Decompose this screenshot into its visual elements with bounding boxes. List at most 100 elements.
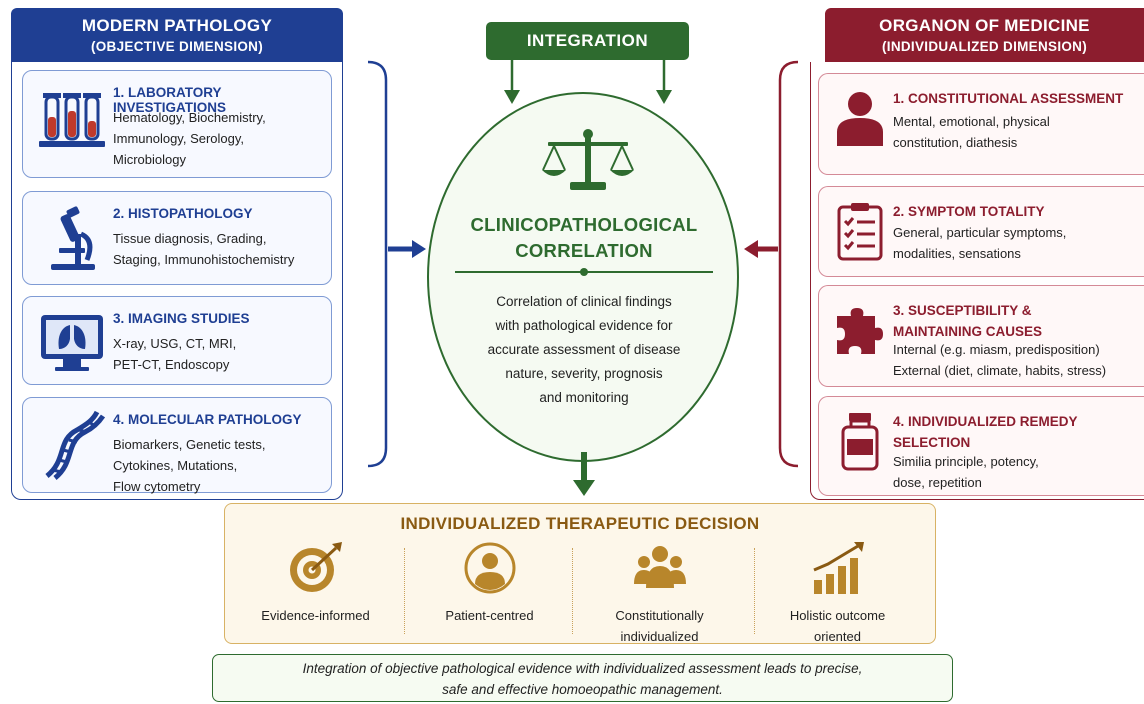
text-line: Mental, emotional, physical (893, 114, 1050, 129)
constitutional-assessment-title: 1. CONSTITUTIONAL ASSESSMENT (893, 88, 1138, 109)
decision-label: Patient-centred (402, 605, 577, 626)
symptom-totality-title: 2. SYMPTOM TOTALITY (893, 201, 1138, 222)
left-panel-title: MODERN PATHOLOGY (81, 16, 273, 35)
title-line: MAINTAINING CAUSES (893, 324, 1043, 339)
label-line: oriented (814, 629, 861, 644)
text-line: Internal (e.g. miasm, predisposition) (893, 342, 1100, 357)
right-panel-subtitle: (INDIVIDUALIZED DIMENSION) (881, 39, 1088, 54)
title-line: CLINICOPATHOLOGICAL (470, 214, 698, 235)
title-line: SELECTION (893, 435, 971, 450)
balance-scale-icon (542, 129, 634, 190)
summary-line: safe and effective homoeopathic manageme… (442, 682, 723, 697)
center-divider-dot (580, 268, 588, 276)
summary-box: Integration of objective pathological ev… (212, 654, 953, 702)
molecular-pathology-card: 4. MOLECULAR PATHOLOGY Biomarkers, Genet… (22, 397, 332, 494)
decision-separator (404, 548, 405, 634)
checklist-icon (837, 203, 883, 261)
label-line: Patient-centred (445, 608, 534, 623)
title-line: 3. SUSCEPTIBILITY & (893, 303, 1032, 318)
susceptibility-title: 3. SUSCEPTIBILITY & MAINTAINING CAUSES (893, 300, 1138, 342)
remedy-selection-card: 4. INDIVIDUALIZED REMEDY SELECTION Simil… (818, 396, 1144, 496)
modern-pathology-header: MODERN PATHOLOGY (OBJECTIVE DIMENSION) (11, 8, 343, 62)
text-line: Cytokines, Mutations, (113, 458, 238, 473)
susceptibility-text: Internal (e.g. miasm, predisposition) Ex… (893, 339, 1143, 381)
molecular-pathology-title: 4. MOLECULAR PATHOLOGY (113, 412, 302, 427)
label-line: individualized (620, 629, 699, 644)
lab-investigations-title: 1. LABORATORY INVESTIGATIONS (113, 85, 227, 115)
histopathology-title: 2. HISTOPATHOLOGY (113, 206, 253, 221)
medicine-bottle-icon (841, 413, 879, 471)
person-icon (837, 92, 883, 146)
title-line: 2. SYMPTOM TOTALITY (893, 204, 1045, 219)
text-line: X-ray, USG, CT, MRI, (113, 336, 237, 351)
decision-item-constitutionally-individualized: Constitutionally individualized (572, 540, 747, 647)
left-panel-subtitle: (OBJECTIVE DIMENSION) (90, 39, 264, 54)
title-line: 1. CONSTITUTIONAL ASSESSMENT (893, 91, 1124, 106)
decision-item-evidence-informed: Evidence-informed (228, 540, 403, 626)
susceptibility-card: 3. SUSCEPTIBILITY & MAINTAINING CAUSES I… (818, 285, 1144, 387)
text-line: Biomarkers, Genetic tests, (113, 437, 266, 452)
constitutional-assessment-card: 1. CONSTITUTIONAL ASSESSMENT Mental, emo… (818, 73, 1144, 175)
title-line: 4. INDIVIDUALIZED REMEDY (893, 414, 1078, 429)
symptom-totality-card: 2. SYMPTOM TOTALITY General, particular … (818, 186, 1144, 277)
right-panel-title: ORGANON OF MEDICINE (879, 16, 1090, 35)
text-line: Flow cytometry (113, 479, 201, 494)
text-line: dose, repetition (893, 475, 982, 490)
decision-separator (572, 548, 573, 634)
constitutional-assessment-text: Mental, emotional, physical constitution… (893, 111, 1143, 153)
text-line: Microbiology (113, 152, 186, 167)
center-title: CLINICOPATHOLOGICAL CORRELATION (440, 212, 728, 264)
decision-label: Constitutionally individualized (572, 605, 747, 647)
text-line: modalities, sensations (893, 246, 1021, 261)
text-line: with pathological evidence for (495, 318, 673, 333)
title-line: CORRELATION (515, 240, 653, 261)
left-bracket-arrow (367, 60, 426, 468)
text-line: Immunology, Serology, (113, 131, 245, 146)
down-arrow (573, 452, 595, 496)
imaging-studies-title: 3. IMAGING STUDIES (113, 311, 250, 326)
center-description: Correlation of clinical findings with pa… (448, 290, 720, 410)
decision-label: Evidence-informed (228, 605, 403, 626)
text-line: and monitoring (539, 390, 629, 405)
imaging-studies-text: X-ray, USG, CT, MRI, PET-CT, Endoscopy (113, 333, 327, 375)
histopathology-text: Tissue diagnosis, Grading, Staging, Immu… (113, 228, 327, 270)
text-line: Correlation of clinical findings (496, 294, 672, 309)
test-tubes-icon (39, 93, 105, 147)
growth-chart-icon (812, 542, 864, 594)
text-line: constitution, diathesis (893, 135, 1018, 150)
therapeutic-decision-box (224, 503, 936, 644)
right-bracket-arrow (744, 60, 799, 468)
integration-label: INTEGRATION (486, 22, 689, 60)
integration-arrows (504, 60, 672, 104)
puzzle-icon (837, 308, 883, 354)
lab-investigations-text: Hematology, Biochemistry, Immunology, Se… (113, 107, 327, 170)
therapeutic-decision-title: INDIVIDUALIZED THERAPEUTIC DECISION (400, 514, 760, 533)
decision-label: Holistic outcome oriented (750, 605, 925, 647)
text-line: Similia principle, potency, (893, 454, 1039, 469)
label-line: Holistic outcome (789, 608, 886, 623)
patient-icon (464, 542, 515, 594)
label-line: Evidence-informed (261, 608, 370, 623)
remedy-selection-title: 4. INDIVIDUALIZED REMEDY SELECTION (893, 411, 1138, 453)
text-line: Staging, Immunohistochemistry (113, 252, 295, 267)
decision-item-patient-centred: Patient-centred (402, 540, 577, 626)
target-icon (289, 542, 342, 592)
microscope-icon (51, 206, 95, 270)
decision-separator (754, 548, 755, 634)
text-line: Tissue diagnosis, Grading, (113, 231, 267, 246)
imaging-monitor-icon (41, 315, 103, 371)
lab-investigations-card: 1. LABORATORY INVESTIGATIONS Hematology,… (22, 70, 332, 178)
decision-item-holistic-outcome: Holistic outcome oriented (750, 540, 925, 647)
dna-icon (45, 410, 106, 480)
label-line: Constitutionally (615, 608, 704, 623)
histopathology-card: 2. HISTOPATHOLOGY Tissue diagnosis, Grad… (22, 191, 332, 285)
text-line: General, particular symptoms, (893, 225, 1067, 240)
organon-of-medicine-header: ORGANON OF MEDICINE (INDIVIDUALIZED DIME… (825, 8, 1144, 62)
symptom-totality-text: General, particular symptoms, modalities… (893, 222, 1143, 264)
clinicopathological-correlation-oval (427, 92, 739, 462)
molecular-pathology-text: Biomarkers, Genetic tests, Cytokines, Mu… (113, 434, 327, 497)
imaging-studies-card: 3. IMAGING STUDIES X-ray, USG, CT, MRI, … (22, 296, 332, 385)
text-line: External (diet, climate, habits, stress) (893, 363, 1107, 378)
text-line: Hematology, Biochemistry, (113, 110, 266, 125)
summary-line: Integration of objective pathological ev… (302, 661, 863, 676)
